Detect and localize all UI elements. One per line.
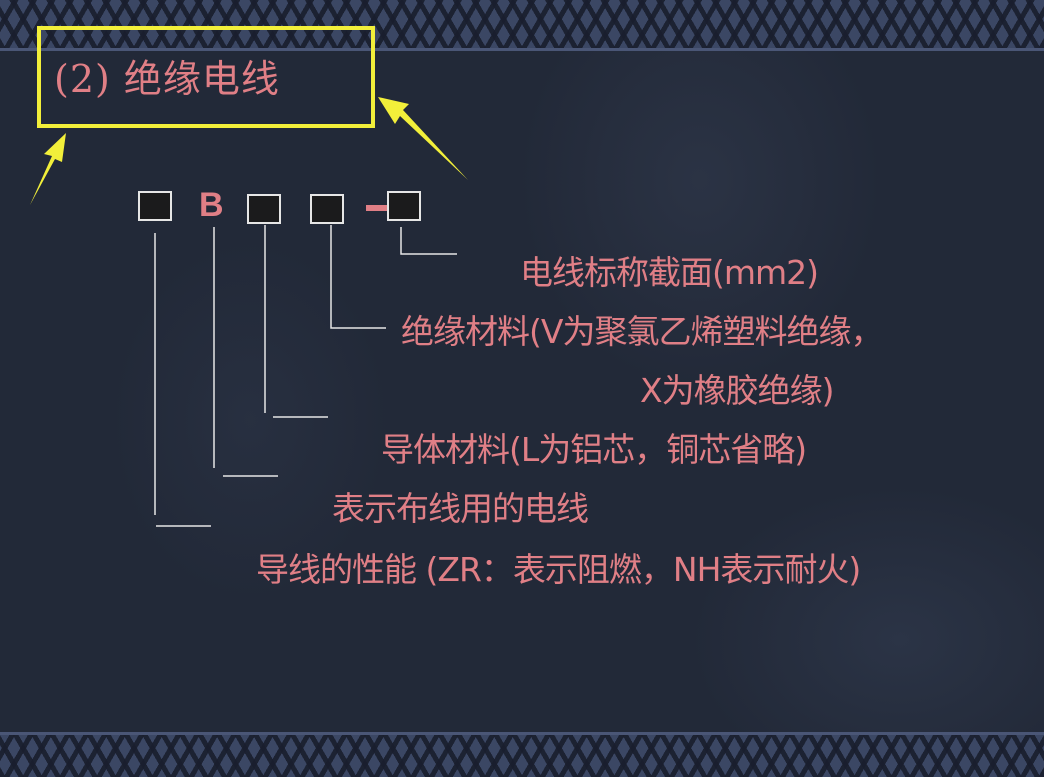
label-cross-section: 电线标称截面(mm2) (520, 253, 819, 292)
label-insulation-line2: X为橡胶绝缘) (640, 371, 834, 410)
slide-title: (2) 绝缘电线 (54, 57, 280, 101)
code-box-insulation (310, 194, 344, 224)
code-box-conductor (247, 194, 281, 224)
label-conductor: 导体材料(L为铝芯，铜芯省略) (381, 430, 807, 469)
code-dash (366, 205, 388, 211)
code-letter-b: B (199, 186, 224, 224)
code-box-performance (138, 191, 172, 221)
arrow-left-icon (30, 133, 66, 205)
bottom-decorative-border (0, 732, 1044, 777)
label-insulation-line1: 绝缘材料(V为聚氯乙烯塑料绝缘， (401, 312, 883, 351)
label-performance: 导线的性能 (ZR：表示阻燃，NH表示耐火) (256, 550, 861, 589)
top-decorative-border (0, 0, 1044, 51)
arrow-right-icon (378, 97, 468, 180)
title-highlight-box (37, 26, 375, 128)
label-wiring: 表示布线用的电线 (332, 489, 589, 528)
code-box-cross-section (387, 191, 421, 221)
